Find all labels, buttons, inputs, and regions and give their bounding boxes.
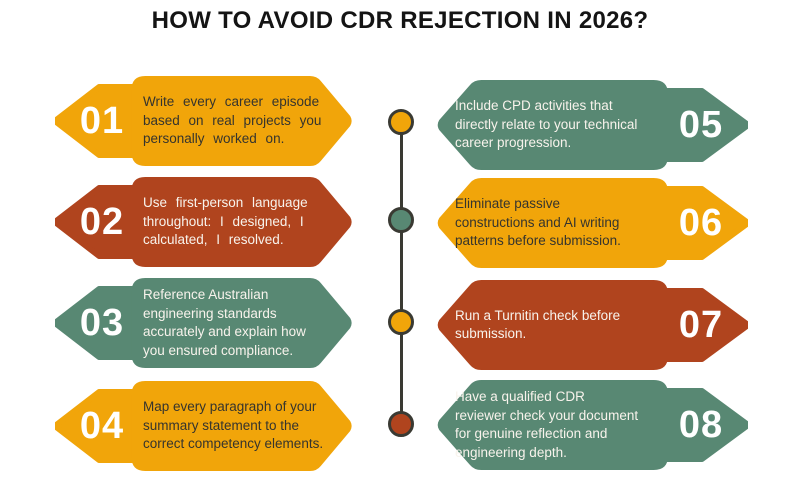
step-item-07: 07 Run a Turnitin check before submission…	[430, 280, 748, 370]
timeline-line	[399, 122, 403, 424]
step-item-02: 02 Use first-person language throughout: …	[55, 177, 359, 267]
step-text: Reference Australian engineering standar…	[143, 287, 306, 358]
banner-shape	[55, 381, 352, 471]
banner-body	[437, 380, 668, 470]
banner-body	[437, 178, 668, 268]
step-item-05: 05 Include CPD activities that directly r…	[430, 80, 748, 170]
step-text: Have a qualified CDR reviewer check your…	[455, 389, 639, 460]
step-text: Include CPD activities that directly rel…	[455, 98, 638, 151]
step-text: Write every career episode based on real…	[143, 94, 322, 147]
banner-shape	[437, 280, 748, 370]
timeline-dot-3	[387, 308, 414, 335]
step-number: 01	[79, 99, 125, 142]
step-item-06: 06 Eliminate passive constructions and AI…	[430, 178, 748, 268]
banner-shape	[55, 76, 352, 166]
step-item-08: 08 Have a qualified CDR reviewer check yo…	[430, 380, 748, 470]
step-text: Run a Turnitin check before submission.	[455, 307, 621, 342]
step-item-01: 01 Write every career episode based on re…	[55, 76, 359, 166]
banner-body	[131, 278, 352, 368]
step-number: 02	[79, 200, 125, 243]
step-item-03: 03 Reference Australian engineering stand…	[55, 278, 359, 368]
step-text: Map every paragraph of your summary stat…	[143, 399, 324, 452]
banner-body	[131, 381, 352, 471]
step-item-04: 04 Map every paragraph of your summary st…	[55, 381, 359, 471]
banner-body	[131, 177, 352, 267]
banner-shape	[437, 380, 748, 470]
banner-body	[131, 76, 352, 166]
banner-shape	[55, 177, 352, 267]
banner-shape	[437, 80, 748, 170]
step-text: Use first-person language throughout: I …	[143, 195, 308, 248]
page-title: HOW TO AVOID CDR REJECTION IN 2026?	[151, 7, 649, 34]
banner-shape	[437, 178, 748, 268]
timeline-dot-1	[387, 108, 414, 135]
timeline-dot-4	[387, 410, 414, 437]
step-number: 03	[79, 301, 125, 344]
step-number: 05	[678, 103, 724, 146]
step-text: Eliminate passive constructions and AI w…	[455, 196, 621, 249]
banner-body	[437, 280, 668, 370]
banner-body	[437, 80, 668, 170]
step-number: 06	[678, 201, 724, 244]
banner-shape	[55, 278, 352, 368]
timeline-dot-2	[387, 206, 414, 233]
step-number: 04	[79, 404, 125, 447]
step-number: 07	[678, 303, 724, 346]
step-number: 08	[678, 403, 724, 446]
